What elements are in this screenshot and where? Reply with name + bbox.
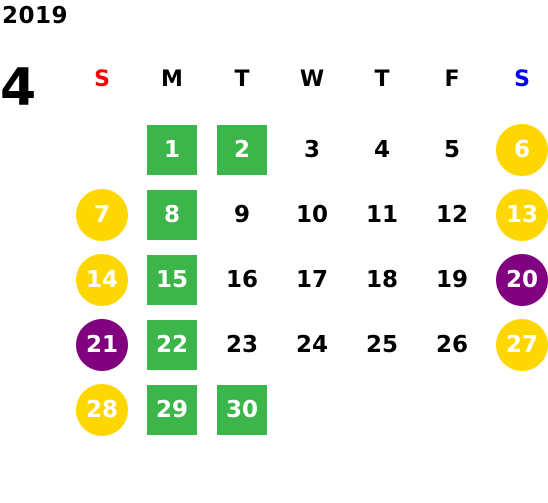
day-cell-16[interactable]: 16 — [212, 254, 272, 306]
day-cell-11[interactable]: 11 — [352, 189, 412, 241]
day-number: 18 — [365, 266, 398, 293]
day-number: 16 — [225, 266, 258, 293]
day-cell-10[interactable]: 10 — [282, 189, 342, 241]
day-number: 25 — [365, 331, 398, 358]
day-number: 29 — [147, 385, 197, 435]
day-cell-1[interactable]: 1 — [142, 124, 202, 176]
weekday-label-sunday: S — [94, 67, 110, 92]
day-cell-2[interactable]: 2 — [212, 124, 272, 176]
day-cell-18[interactable]: 18 — [352, 254, 412, 306]
day-number: 28 — [76, 384, 128, 436]
day-number: 19 — [435, 266, 468, 293]
day-cell-20[interactable]: 20 — [492, 254, 548, 306]
day-cell-28[interactable]: 28 — [72, 384, 132, 436]
day-cell-30[interactable]: 30 — [212, 384, 272, 436]
day-number: 12 — [435, 201, 468, 228]
day-number: 9 — [233, 201, 250, 228]
day-cell-13[interactable]: 13 — [492, 189, 548, 241]
year-label: 2019 — [2, 3, 69, 29]
day-cell-17[interactable]: 17 — [282, 254, 342, 306]
day-number: 20 — [496, 254, 548, 306]
day-number: 4 — [373, 136, 390, 163]
day-cell-9[interactable]: 9 — [212, 189, 272, 241]
day-cell-24[interactable]: 24 — [282, 319, 342, 371]
day-number: 24 — [295, 331, 328, 358]
day-cell-7[interactable]: 7 — [72, 189, 132, 241]
weekday-label-saturday: S — [514, 67, 530, 92]
day-cell-21[interactable]: 21 — [72, 319, 132, 371]
day-number: 27 — [496, 319, 548, 371]
day-cell-12[interactable]: 12 — [422, 189, 482, 241]
day-number: 8 — [147, 190, 197, 240]
day-cell-19[interactable]: 19 — [422, 254, 482, 306]
weekday-label-wednesday: W — [299, 67, 325, 92]
day-number: 21 — [76, 319, 128, 371]
weekday-label-thursday: T — [374, 67, 390, 92]
day-number: 7 — [76, 189, 128, 241]
day-cell-26[interactable]: 26 — [422, 319, 482, 371]
weekday-label-monday: M — [161, 67, 183, 92]
day-number: 10 — [295, 201, 328, 228]
month-number: 4 — [0, 58, 37, 118]
day-number: 1 — [147, 125, 197, 175]
day-number: 13 — [496, 189, 548, 241]
day-number: 17 — [295, 266, 328, 293]
day-cell-27[interactable]: 27 — [492, 319, 548, 371]
day-cell-25[interactable]: 25 — [352, 319, 412, 371]
day-number: 15 — [147, 255, 197, 305]
day-number: 26 — [435, 331, 468, 358]
day-cell-8[interactable]: 8 — [142, 189, 202, 241]
day-number: 22 — [147, 320, 197, 370]
day-cell-14[interactable]: 14 — [72, 254, 132, 306]
day-number: 11 — [365, 201, 398, 228]
day-cell-22[interactable]: 22 — [142, 319, 202, 371]
day-number: 23 — [225, 331, 258, 358]
day-cell-15[interactable]: 15 — [142, 254, 202, 306]
day-cell-3[interactable]: 3 — [282, 124, 342, 176]
day-number: 30 — [217, 385, 267, 435]
day-cell-5[interactable]: 5 — [422, 124, 482, 176]
day-number: 6 — [496, 124, 548, 176]
day-number: 14 — [76, 254, 128, 306]
day-number: 3 — [303, 136, 320, 163]
weekday-label-friday: F — [444, 67, 460, 92]
day-number: 2 — [217, 125, 267, 175]
day-number: 5 — [443, 136, 460, 163]
day-cell-29[interactable]: 29 — [142, 384, 202, 436]
weekday-label-tuesday: T — [234, 67, 250, 92]
day-cell-4[interactable]: 4 — [352, 124, 412, 176]
day-cell-6[interactable]: 6 — [492, 124, 548, 176]
day-cell-23[interactable]: 23 — [212, 319, 272, 371]
